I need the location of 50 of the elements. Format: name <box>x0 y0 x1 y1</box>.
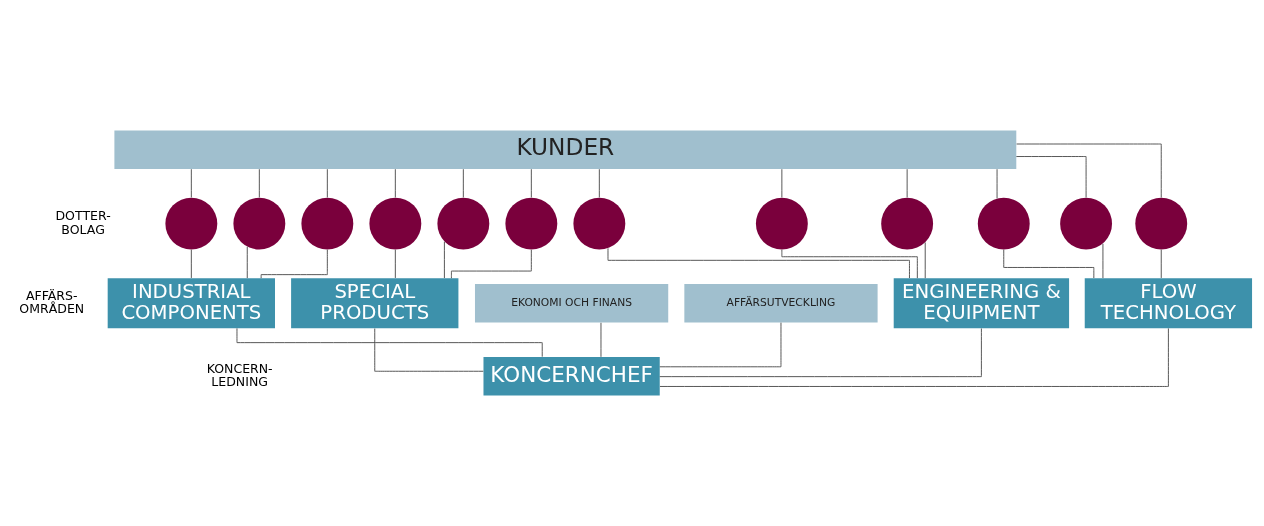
node-box: EKONOMI OCH FINANS <box>474 284 669 323</box>
node-box: FLOW TECHNOLOGY <box>1084 278 1253 329</box>
connector <box>1015 156 1087 198</box>
node-circle <box>437 197 490 250</box>
connector <box>258 168 260 198</box>
node-circle <box>165 197 218 250</box>
connector <box>598 168 600 198</box>
connector <box>394 168 396 198</box>
node-box: KUNDER <box>114 130 1017 170</box>
connector <box>906 168 908 198</box>
node-box: AFFÄRSUTVECKLING <box>684 284 878 323</box>
connector <box>1016 143 1162 198</box>
node-circle <box>1135 197 1188 250</box>
connector <box>462 168 464 198</box>
label: AFFÄRS- OMRÅDEN <box>19 287 85 317</box>
node-circle <box>1060 197 1113 250</box>
connector <box>659 328 982 378</box>
connector <box>1102 243 1104 279</box>
connector <box>374 328 484 372</box>
node-circle <box>369 197 422 250</box>
connector <box>246 246 248 279</box>
node-circle <box>573 197 626 250</box>
connector <box>530 168 532 198</box>
connector <box>781 249 918 279</box>
connector <box>394 249 396 279</box>
node-box: KONCERNCHEF <box>483 356 660 396</box>
connector <box>190 168 192 198</box>
connector <box>659 322 782 368</box>
node-circle <box>505 197 558 250</box>
connector <box>260 249 328 279</box>
connector <box>326 168 328 198</box>
node-box: ENGINEERING & EQUIPMENT <box>893 278 1070 329</box>
node-circle <box>881 197 934 250</box>
node-circle <box>977 197 1030 250</box>
node-circle <box>755 197 808 250</box>
connector <box>443 241 445 279</box>
connector <box>996 168 998 199</box>
connector <box>924 242 926 279</box>
node-box: INDUSTRIAL COMPONENTS <box>107 278 275 329</box>
connector <box>190 249 192 279</box>
label: KONCERN- LEDNING <box>206 360 273 390</box>
connector <box>1160 249 1162 279</box>
connector <box>1003 249 1095 279</box>
node-box: SPECIAL PRODUCTS <box>291 278 459 329</box>
connector <box>659 328 1169 387</box>
label: DOTTER- BOLAG <box>55 208 111 237</box>
node-circle <box>233 197 286 250</box>
connector <box>781 168 783 198</box>
connector <box>450 249 532 279</box>
node-circle <box>301 197 354 250</box>
